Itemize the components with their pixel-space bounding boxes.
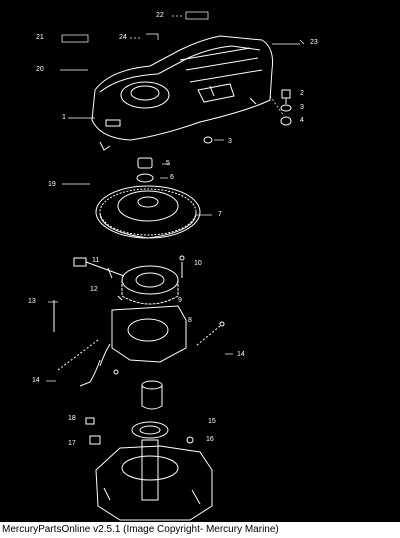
callout-17: 17 (68, 440, 76, 447)
exploded-view-drawing (46, 11, 305, 521)
callout-9: 9 (178, 297, 182, 304)
callout-3b: 3 (228, 138, 232, 145)
callout-8: 8 (188, 317, 192, 324)
callout-2: 2 (300, 90, 304, 97)
callout-19: 19 (48, 181, 56, 188)
callout-12: 12 (90, 286, 98, 293)
callout-24: 24 (119, 34, 127, 41)
callout-3a: 3 (300, 104, 304, 111)
callout-23: 23 (310, 39, 318, 46)
stator-base-plate (53, 300, 225, 387)
callout-11: 11 (92, 257, 100, 264)
crankcase (85, 417, 213, 521)
cover-fasteners (203, 89, 292, 144)
callout-15: 15 (208, 418, 216, 425)
flywheel-nut (136, 157, 154, 183)
stator (73, 255, 185, 305)
callout-20: 20 (36, 66, 44, 73)
callout-4: 4 (300, 117, 304, 124)
callout-1: 1 (62, 114, 66, 121)
callout-22: 22 (156, 12, 164, 19)
callout-13: 13 (28, 298, 36, 305)
callout-6: 6 (170, 174, 174, 181)
image-caption: MercuryPartsOnline v2.5.1 (Image Copyrig… (2, 524, 279, 535)
callout-21: 21 (36, 34, 44, 41)
callout-14a: 14 (237, 351, 245, 358)
parts-diagram: 22 21 24 23 20 1 2 3 4 3 5 6 19 7 11 10 … (0, 0, 400, 522)
bearing-seal (131, 380, 169, 439)
flywheel-cover (91, 35, 273, 151)
callout-leaders (46, 11, 305, 382)
callout-5: 5 (166, 160, 170, 167)
callout-10: 10 (194, 260, 202, 267)
callout-7: 7 (218, 211, 222, 218)
callout-18: 18 (68, 415, 76, 422)
flywheel (95, 185, 201, 239)
callout-16: 16 (206, 436, 214, 443)
callout-14b: 14 (32, 377, 40, 384)
